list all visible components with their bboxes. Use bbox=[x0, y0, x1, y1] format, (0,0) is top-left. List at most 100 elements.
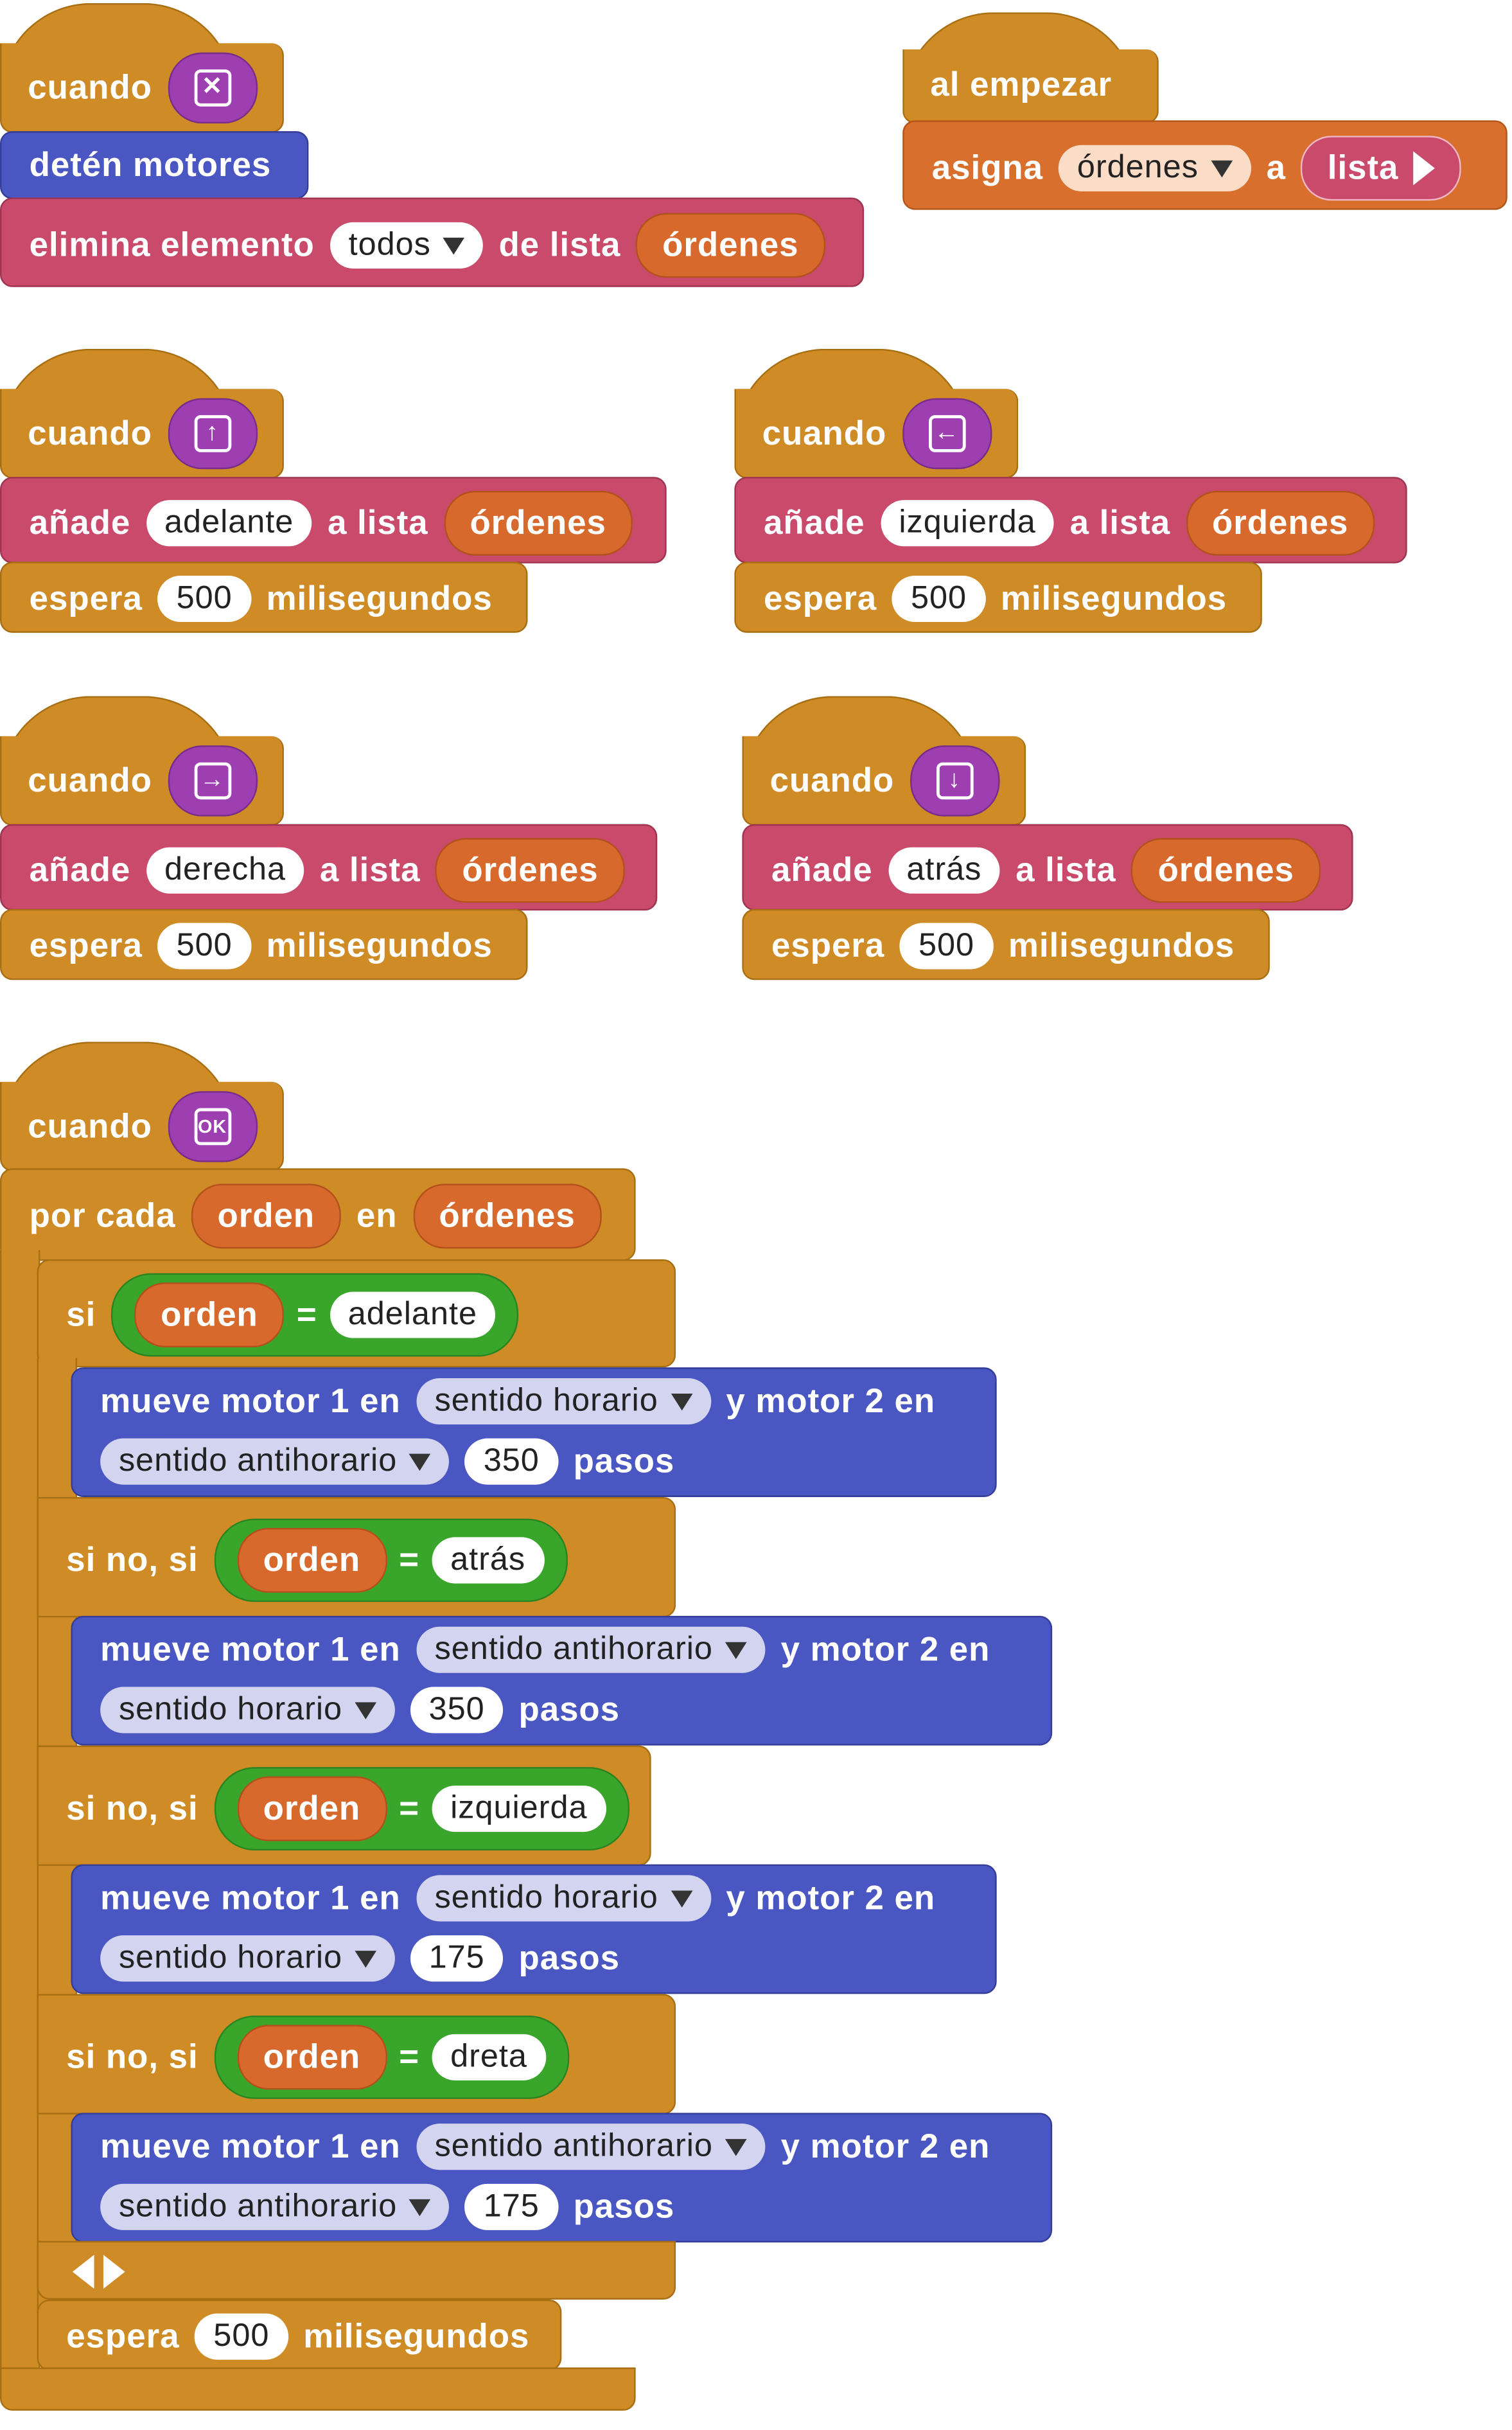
move-motors-block[interactable]: mueve motor 1 en sentido horario y motor… bbox=[71, 1864, 997, 1994]
mutator-arrows[interactable] bbox=[72, 2255, 125, 2289]
wait-ms-input[interactable]: 500 bbox=[892, 575, 985, 623]
when-key-stop-block[interactable]: cuando ✕ bbox=[0, 43, 284, 133]
list-variable[interactable]: órdenes bbox=[443, 490, 633, 556]
wait-block[interactable]: espera 500 milisegundos bbox=[0, 909, 528, 980]
key-selector[interactable]: ✕ bbox=[167, 52, 258, 124]
steps-input[interactable]: 175 bbox=[410, 1935, 504, 1982]
motor2-direction-dropdown[interactable]: sentido antihorario bbox=[100, 1438, 450, 1485]
to-list-label: a lista bbox=[328, 503, 428, 542]
list-variable[interactable]: órdenes bbox=[636, 213, 825, 278]
for-each-label: por cada bbox=[29, 1196, 176, 1235]
motor2-direction-dropdown[interactable]: sentido horario bbox=[100, 1687, 395, 1734]
expand-arrow-icon[interactable] bbox=[1414, 151, 1436, 186]
to-list-label: a lista bbox=[319, 850, 421, 889]
item-value[interactable]: derecha bbox=[146, 847, 304, 894]
for-each-footer bbox=[0, 2367, 636, 2411]
wait-block[interactable]: espera 500 milisegundos bbox=[742, 909, 1270, 980]
steps-input[interactable]: 350 bbox=[410, 1687, 504, 1734]
chevron-down-icon bbox=[1211, 159, 1233, 177]
key-selector[interactable]: OK bbox=[167, 1091, 258, 1162]
and-motor2-label: y motor 2 en bbox=[726, 1878, 936, 1917]
when-label: cuando bbox=[762, 413, 887, 452]
motor2-direction-dropdown[interactable]: sentido horario bbox=[100, 1935, 395, 1982]
compare-block[interactable]: orden = atrás bbox=[213, 1518, 567, 1602]
compare-block[interactable]: orden = adelante bbox=[111, 1273, 519, 1357]
move-motors-block[interactable]: mueve motor 1 en sentido horario y motor… bbox=[71, 1367, 997, 1497]
wait-ms-input[interactable]: 500 bbox=[157, 575, 251, 623]
move-motors-block[interactable]: mueve motor 1 en sentido antihorario y m… bbox=[71, 2113, 1053, 2243]
motor1-direction-dropdown[interactable]: sentido antihorario bbox=[416, 1626, 766, 1673]
key-selector[interactable]: → bbox=[167, 745, 258, 817]
when-key-down-block[interactable]: cuando ↓ bbox=[742, 736, 1026, 826]
orden-variable[interactable]: orden bbox=[134, 1282, 285, 1347]
new-list-block[interactable]: lista bbox=[1301, 136, 1462, 201]
compare-value[interactable]: dreta bbox=[432, 2034, 546, 2080]
steps-label: pasos bbox=[573, 2186, 675, 2226]
add-label: añade bbox=[29, 503, 131, 542]
orden-variable[interactable]: orden bbox=[236, 1776, 387, 1841]
stop-motors-block[interactable]: detén motores bbox=[0, 131, 309, 199]
motor1-direction-dropdown[interactable]: sentido horario bbox=[416, 1875, 711, 1922]
if-label: si bbox=[66, 1295, 96, 1334]
delete-index-dropdown[interactable]: todos bbox=[330, 222, 484, 269]
compare-block[interactable]: orden = izquierda bbox=[213, 1767, 629, 1850]
wait-block[interactable]: espera 500 milisegundos bbox=[0, 562, 528, 633]
list-variable[interactable]: órdenes bbox=[1186, 490, 1375, 556]
set-variable-block[interactable]: asigna órdenes a lista bbox=[902, 120, 1508, 210]
list-variable[interactable]: órdenes bbox=[435, 838, 625, 903]
if-block[interactable]: si orden = adelante bbox=[37, 1259, 676, 1368]
else-if-row[interactable]: si no, si orden = atrás bbox=[37, 1496, 676, 1618]
variable-dropdown[interactable]: órdenes bbox=[1059, 145, 1251, 191]
compare-value[interactable]: atrás bbox=[432, 1537, 544, 1584]
when-key-left-block[interactable]: cuando ← bbox=[734, 389, 1019, 479]
key-selector[interactable]: ← bbox=[902, 398, 992, 470]
key-selector[interactable]: ↓ bbox=[910, 745, 999, 817]
compare-value[interactable]: adelante bbox=[329, 1291, 496, 1338]
key-selector[interactable]: ↑ bbox=[167, 398, 258, 470]
item-value[interactable]: adelante bbox=[146, 500, 313, 547]
loop-variable[interactable]: orden bbox=[191, 1184, 341, 1249]
motor2-direction-dropdown[interactable]: sentido antihorario bbox=[100, 2183, 450, 2230]
when-key-ok-block[interactable]: cuando OK bbox=[0, 1081, 284, 1172]
delete-item-block[interactable]: elimina elemento todos de lista órdenes bbox=[0, 197, 865, 287]
remove-branch-icon[interactable] bbox=[72, 2255, 94, 2289]
wait-ms-input[interactable]: 500 bbox=[900, 923, 993, 970]
when-label: cuando bbox=[28, 1106, 152, 1146]
add-item-block[interactable]: añade atrás a lista órdenes bbox=[742, 824, 1353, 911]
on-start-block[interactable]: al empezar bbox=[902, 49, 1159, 124]
wait-ms-input[interactable]: 500 bbox=[157, 923, 251, 970]
steps-label: pasos bbox=[518, 1690, 620, 1729]
ok-key-icon: OK bbox=[193, 1108, 231, 1146]
compare-block[interactable]: orden = dreta bbox=[213, 2016, 569, 2099]
add-label: añade bbox=[771, 850, 873, 889]
move-motors-block[interactable]: mueve motor 1 en sentido antihorario y m… bbox=[71, 1615, 1053, 1746]
item-value[interactable]: atrás bbox=[888, 847, 1001, 894]
wait-block[interactable]: espera 500 milisegundos bbox=[37, 2299, 562, 2371]
to-label: a bbox=[1266, 148, 1286, 187]
else-if-row[interactable]: si no, si orden = izquierda bbox=[37, 1745, 651, 1867]
compare-value[interactable]: izquierda bbox=[432, 1786, 606, 1832]
orden-variable[interactable]: orden bbox=[236, 2025, 387, 2090]
add-branch-icon[interactable] bbox=[103, 2255, 125, 2289]
steps-input[interactable]: 175 bbox=[464, 2183, 558, 2230]
motor1-direction-dropdown[interactable]: sentido horario bbox=[416, 1378, 711, 1425]
when-key-right-block[interactable]: cuando → bbox=[0, 736, 284, 826]
add-item-block[interactable]: añade izquierda a lista órdenes bbox=[734, 477, 1407, 563]
steps-input[interactable]: 350 bbox=[464, 1438, 558, 1485]
chevron-down-icon bbox=[670, 1392, 692, 1410]
item-value[interactable]: izquierda bbox=[880, 500, 1055, 547]
and-motor2-label: y motor 2 en bbox=[726, 1381, 936, 1420]
wait-ms-input[interactable]: 500 bbox=[195, 2313, 288, 2360]
else-if-row[interactable]: si no, si orden = dreta bbox=[37, 1994, 676, 2115]
for-each-block[interactable]: por cada orden en órdenes bbox=[0, 1168, 636, 1261]
add-item-block[interactable]: añade adelante a lista órdenes bbox=[0, 477, 667, 563]
chevron-down-icon bbox=[409, 1453, 432, 1470]
wait-block[interactable]: espera 500 milisegundos bbox=[734, 562, 1262, 633]
add-item-block[interactable]: añade derecha a lista órdenes bbox=[0, 824, 658, 911]
list-variable[interactable]: órdenes bbox=[1131, 838, 1321, 903]
orden-variable[interactable]: orden bbox=[236, 1527, 387, 1593]
motor1-direction-dropdown[interactable]: sentido antihorario bbox=[416, 2124, 766, 2170]
when-key-up-block[interactable]: cuando ↑ bbox=[0, 389, 284, 479]
list-variable[interactable]: órdenes bbox=[412, 1184, 602, 1249]
